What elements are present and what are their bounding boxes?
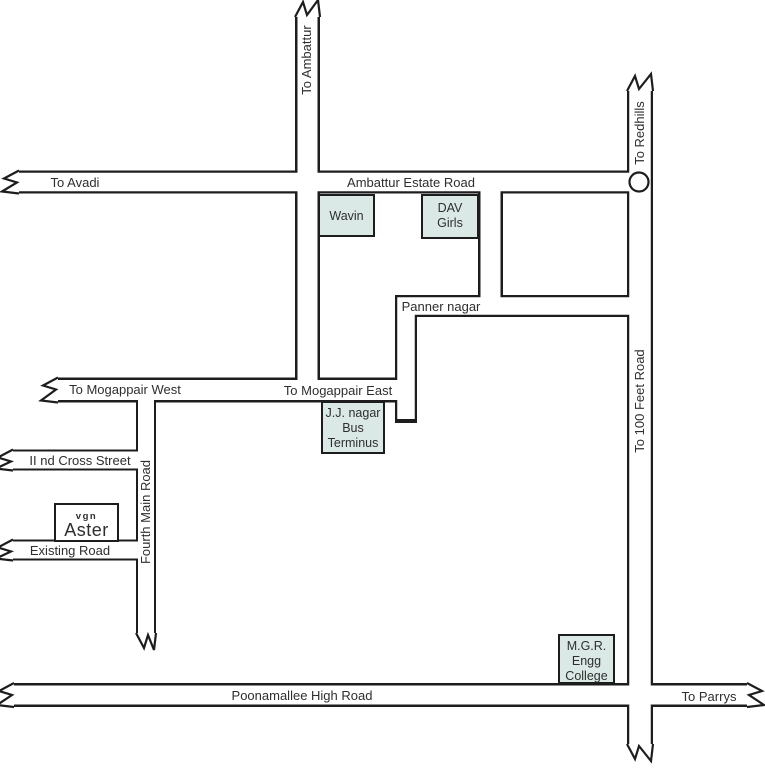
road-label-fourth-main-road: Fourth Main Road <box>138 460 153 564</box>
road-panner-nagar-road-casing <box>395 295 640 423</box>
road-label-to-100-feet-road: To 100 Feet Road <box>632 349 647 452</box>
road-label-to-parrys: To Parrys <box>682 689 737 704</box>
break-cap-to-redhills-end <box>626 71 655 92</box>
break-cap-to-parrys-end <box>746 682 765 709</box>
break-cap-existing-road-end <box>0 538 15 562</box>
break-cap-iind-cross-end <box>0 448 15 472</box>
break-cap-fourth-main-end <box>135 631 158 651</box>
aster-brand-name: Aster <box>64 520 109 540</box>
place-mgr-engg-college-box <box>558 634 615 684</box>
break-cap-to-avadi-end <box>0 169 20 195</box>
break-cap-mogappair-west-end <box>38 376 59 404</box>
road-label-iind-cross-street: II nd Cross Street <box>29 453 131 468</box>
aster-brand-vgn: vgn <box>76 511 97 522</box>
road-label-to-mogappair-west: To Mogappair West <box>69 382 181 397</box>
aster-landmark-box <box>54 503 119 542</box>
break-cap-poonamallee-west-end <box>0 682 15 709</box>
break-cap-to-ambattur-end <box>294 0 322 18</box>
road-label-to-redhills: To Redhills <box>632 101 647 165</box>
road-label-ambattur-estate-road: Ambattur Estate Road <box>347 175 475 190</box>
road-label-to-mogappair-east: To Mogappair East <box>284 383 393 398</box>
road-label-to-ambattur: To Ambattur <box>299 25 314 95</box>
roundabout-circle <box>628 171 650 193</box>
road-label-panner-nagar: Panner nagar <box>402 299 481 314</box>
road-label-poonamallee-high-road: Poonamallee High Road <box>232 688 373 703</box>
road-label-to-avadi: To Avadi <box>51 175 100 190</box>
place-jj-nagar-bus-terminus-box <box>321 401 385 454</box>
road-label-existing-road: Existing Road <box>30 543 110 558</box>
road-panner-nagar-road-surface <box>397 297 640 419</box>
place-dav-girls-box <box>421 194 479 239</box>
place-wavin-box <box>318 194 375 237</box>
break-cap-hundred-feet-end <box>626 743 655 764</box>
place-wavin-label: Wavin <box>329 209 363 223</box>
